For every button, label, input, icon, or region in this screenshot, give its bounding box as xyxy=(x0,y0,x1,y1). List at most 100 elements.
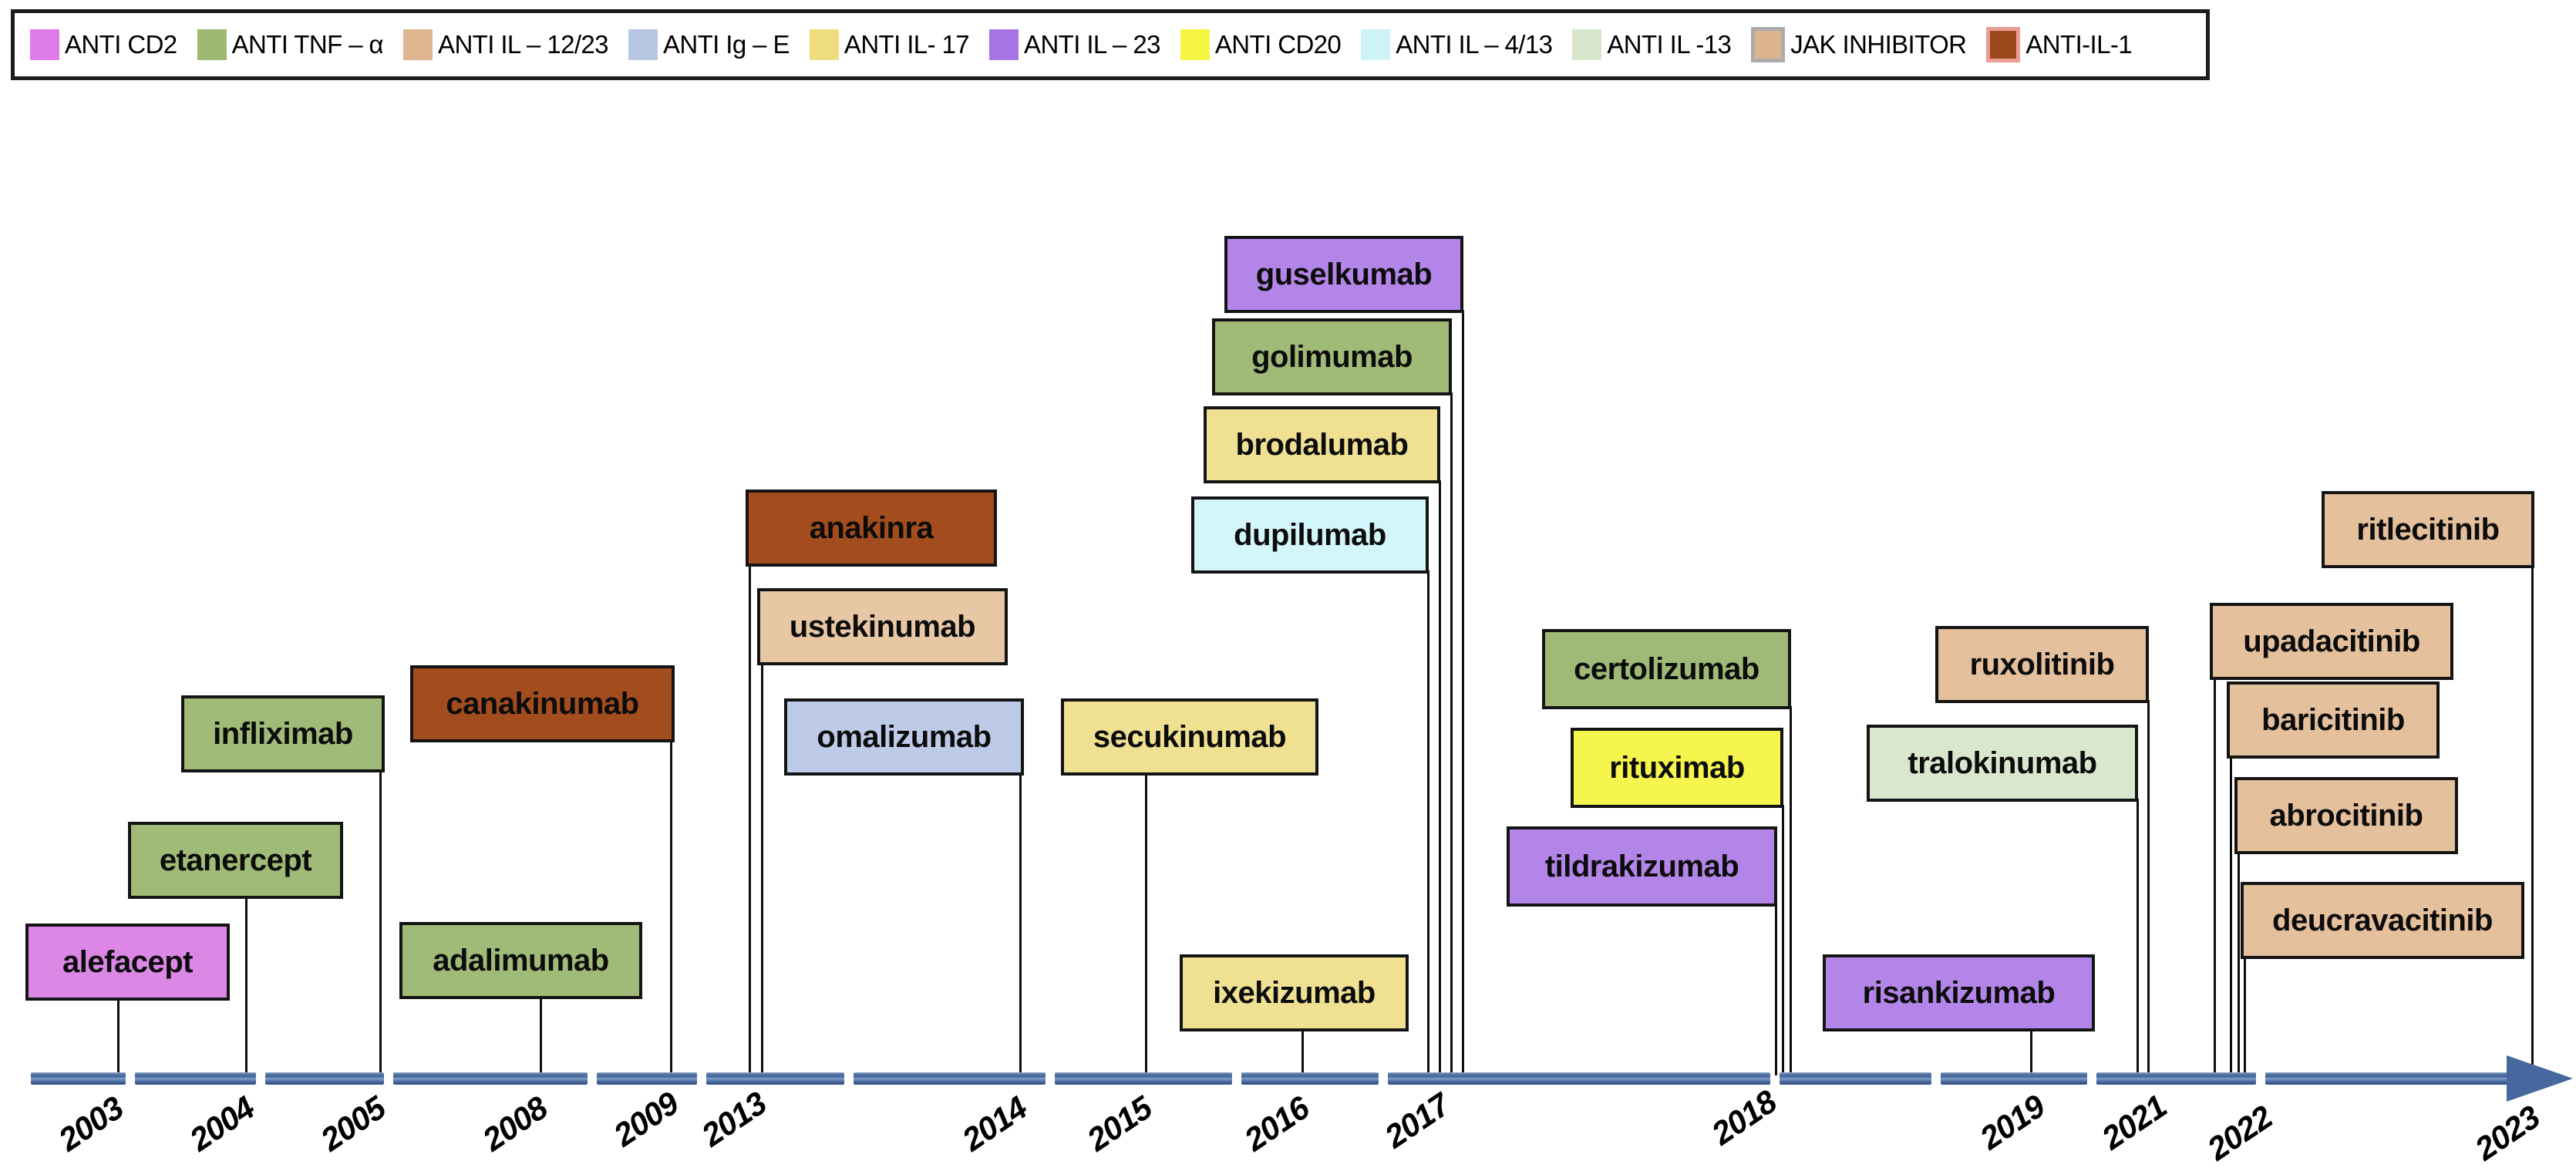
drug-box-baricitinib: baricitinib xyxy=(2227,681,2440,759)
connector-line-infliximab xyxy=(379,769,382,1075)
legend-item-jak-inhibitor: JAK INHIBITOR xyxy=(1751,27,1967,62)
year-label-2008: 2008 xyxy=(476,1089,554,1159)
drug-box-ruxolitinib: ruxolitinib xyxy=(1935,626,2149,703)
connector-line-secukinumab xyxy=(1145,772,1147,1075)
legend-item-anti-il-23: ANTI IL – 23 xyxy=(989,29,1160,60)
drug-box-label: etanercept xyxy=(159,843,312,877)
drug-box-label: adalimumab xyxy=(433,943,609,978)
connector-line-ustekinumab xyxy=(761,662,763,1075)
connector-line-risankizumab xyxy=(2030,1028,2032,1075)
connector-line-brodalumab xyxy=(1439,480,1441,1075)
legend-item-anti-il-12-23: ANTI IL – 12/23 xyxy=(403,29,609,60)
drug-box-ustekinumab: ustekinumab xyxy=(757,588,1008,665)
year-label-2003: 2003 xyxy=(52,1089,130,1159)
year-label-2016: 2016 xyxy=(1237,1089,1315,1159)
drug-box-label: tildrakizumab xyxy=(1544,849,1739,883)
legend-swatch-icon xyxy=(1751,27,1786,62)
drug-box-label: rituximab xyxy=(1609,750,1745,785)
legend-swatch-icon xyxy=(809,29,839,60)
drug-box-brodalumab: brodalumab xyxy=(1204,406,1440,483)
year-label-2005: 2005 xyxy=(314,1089,392,1159)
connector-line-ritlecitinib xyxy=(2531,565,2534,1075)
drug-box-risankizumab: risankizumab xyxy=(1823,954,2095,1031)
legend-item-anti-cd20: ANTI CD20 xyxy=(1180,29,1342,60)
legend-item-label: ANTI IL -13 xyxy=(1607,30,1732,59)
drug-box-label: infliximab xyxy=(213,716,353,751)
drug-box-infliximab: infliximab xyxy=(181,695,385,772)
legend-item-anti-il-17: ANTI IL- 17 xyxy=(809,29,970,60)
legend-item-anti-il-1: ANTI-IL-1 xyxy=(1986,27,2133,62)
year-label-2015: 2015 xyxy=(1080,1089,1158,1159)
connector-line-golimumab xyxy=(1450,392,1453,1075)
legend-swatch-icon xyxy=(197,29,227,60)
connector-line-ixekizumab xyxy=(1301,1028,1304,1075)
drug-box-label: ruxolitinib xyxy=(1969,647,2115,681)
legend-item-anti-tnf: ANTI TNF – α xyxy=(197,29,384,60)
connector-line-canakinumab xyxy=(670,739,672,1075)
axis-segment xyxy=(1388,1072,1770,1085)
drug-box-omalizumab: omalizumab xyxy=(784,698,1024,776)
connector-line-rituximab xyxy=(1782,805,1784,1075)
drug-box-label: brodalumab xyxy=(1235,427,1409,462)
legend-item-label: ANTI IL – 23 xyxy=(1024,30,1160,59)
axis-segment xyxy=(1941,1072,2087,1085)
drug-box-tildrakizumab: tildrakizumab xyxy=(1507,826,1777,907)
drug-box-label: tralokinumab xyxy=(1908,745,2097,780)
legend-swatch-icon xyxy=(1572,29,1602,60)
legend-swatch-icon xyxy=(1361,29,1391,60)
legend-swatch-icon xyxy=(989,29,1019,60)
connector-line-tralokinumab xyxy=(2137,799,2139,1075)
legend-item-anti-il-13: ANTI IL -13 xyxy=(1572,29,1732,60)
drug-box-secukinumab: secukinumab xyxy=(1061,698,1318,776)
axis-segment xyxy=(31,1072,126,1085)
drug-box-adalimumab: adalimumab xyxy=(399,922,642,999)
axis-segment xyxy=(135,1072,256,1085)
connector-line-guselkumab xyxy=(1462,310,1464,1075)
axis-segment xyxy=(2265,1072,2508,1085)
drug-box-abrocitinib: abrocitinib xyxy=(2234,777,2458,854)
connector-line-anakinra xyxy=(749,564,751,1075)
connector-line-omalizumab xyxy=(1019,772,1022,1075)
connector-line-abrocitinib xyxy=(2238,851,2240,1075)
legend-item-anti-cd2: ANTI CD2 xyxy=(30,29,177,60)
drug-box-ritlecitinib: ritlecitinib xyxy=(2322,491,2534,568)
drug-box-label: deucravacitinib xyxy=(2272,903,2493,937)
drug-box-label: certolizumab xyxy=(1574,651,1759,686)
connector-line-alefacept xyxy=(117,998,120,1075)
connector-line-dupilumab xyxy=(1427,570,1429,1075)
drug-box-label: guselkumab xyxy=(1255,257,1433,291)
legend-item-label: ANTI-IL-1 xyxy=(2025,30,2133,59)
legend-item-label: ANTI CD20 xyxy=(1214,30,1342,59)
connector-line-tildrakizumab xyxy=(1775,903,1777,1075)
connector-line-certolizumab xyxy=(1790,706,1792,1075)
axis-segment xyxy=(1241,1072,1379,1085)
drug-box-label: alefacept xyxy=(62,944,193,979)
axis-segment xyxy=(1780,1072,1931,1085)
legend-item-label: ANTI IL- 17 xyxy=(844,30,970,59)
drug-box-label: dupilumab xyxy=(1234,517,1386,552)
drug-box-canakinumab: canakinumab xyxy=(410,665,675,742)
drug-box-rituximab: rituximab xyxy=(1571,728,1783,808)
legend-swatch-icon xyxy=(403,29,433,60)
drug-box-label: golimumab xyxy=(1251,339,1413,374)
drug-box-label: ritlecitinib xyxy=(2356,512,2500,547)
year-label-2014: 2014 xyxy=(955,1089,1033,1159)
drug-box-label: omalizumab xyxy=(817,719,992,754)
legend: ANTI CD2 ANTI TNF – α ANTI IL – 12/23 ANTI … xyxy=(11,9,2210,80)
legend-item-label: ANTI TNF – α xyxy=(231,30,384,59)
connector-line-etanercept xyxy=(245,896,247,1075)
year-label-2004: 2004 xyxy=(183,1089,261,1159)
legend-swatch-icon xyxy=(30,29,59,60)
axis-arrowhead-icon xyxy=(2507,1055,2573,1102)
legend-item-label: ANTI CD2 xyxy=(65,30,177,59)
connector-line-adalimumab xyxy=(540,996,542,1075)
legend-item-anti-il-4-13: ANTI IL – 4/13 xyxy=(1361,29,1553,60)
drug-box-ixekizumab: ixekizumab xyxy=(1180,954,1409,1031)
drug-box-alefacept: alefacept xyxy=(25,924,230,1001)
drug-box-certolizumab: certolizumab xyxy=(1542,629,1791,709)
drug-box-guselkumab: guselkumab xyxy=(1224,236,1463,313)
legend-item-label: ANTI Ig – E xyxy=(662,30,790,59)
drug-box-label: canakinumab xyxy=(446,686,639,721)
legend-item-label: ANTI IL – 4/13 xyxy=(1396,30,1553,59)
